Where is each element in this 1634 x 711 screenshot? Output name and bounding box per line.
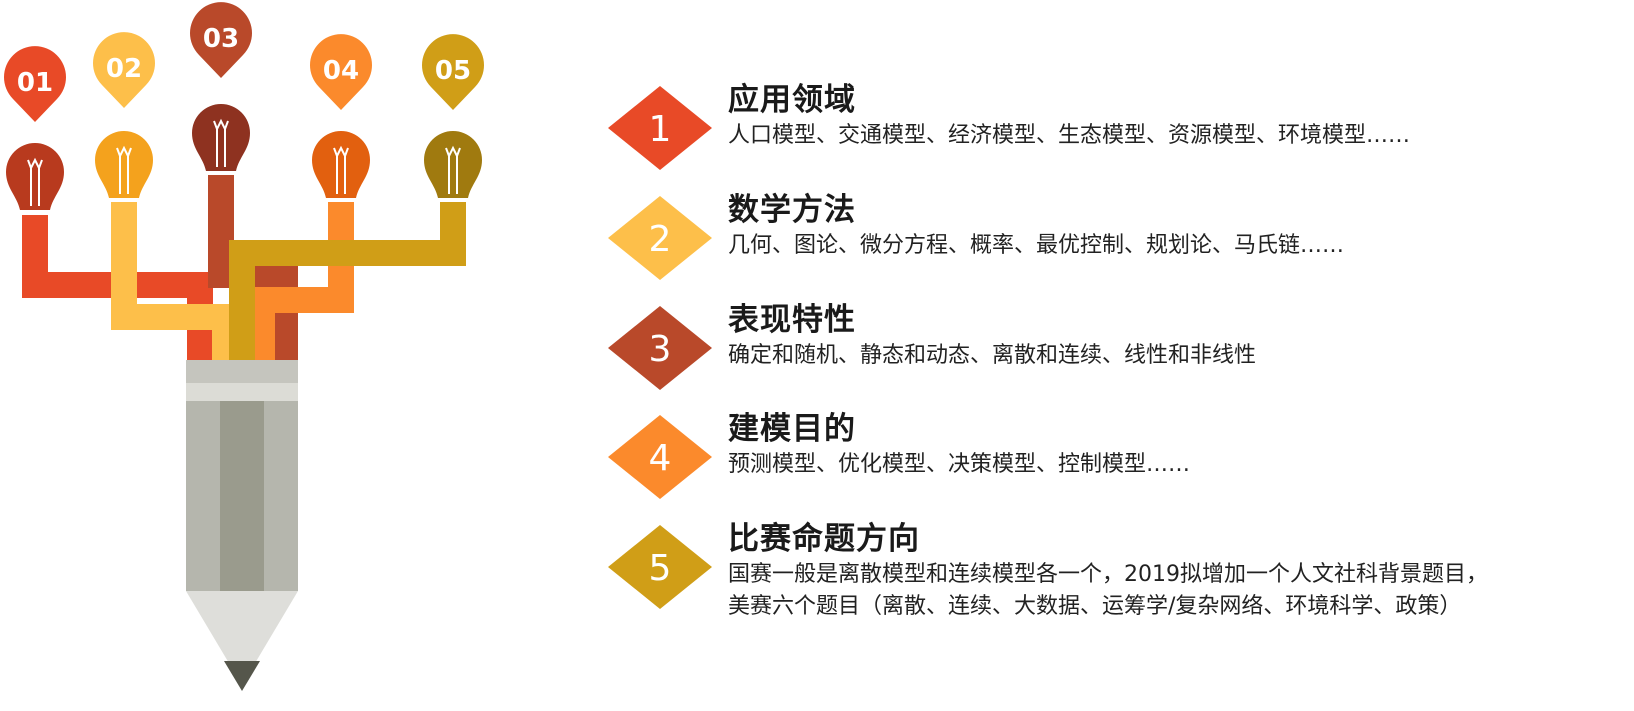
pin-02: 02 (93, 32, 155, 108)
description-line: 几何、图论、微分方程、概率、最优控制、规划论、马氏链…… (728, 233, 1345, 258)
bulb-01 (6, 143, 64, 214)
lightbulb-icon (6, 143, 64, 210)
pin-label: 05 (435, 56, 471, 86)
pin-label: 01 (17, 68, 53, 98)
item-number: 3 (648, 328, 672, 370)
description-line: 美赛六个题目（离散、连续、大数据、运筹学/复杂网络、环境科学、政策） (728, 594, 1462, 619)
item-description: 几何、图论、微分方程、概率、最优控制、规划论、马氏链…… (728, 230, 1344, 262)
lightbulb-icon (192, 104, 250, 171)
item-description: 国赛一般是离散模型和连续模型各一个，2019拟增加一个人文社科背景题目， 美赛六… (728, 559, 1488, 623)
pin-01: 01 (4, 46, 67, 122)
item-number: 4 (648, 437, 672, 479)
description-line: 国赛一般是离散模型和连续模型各一个，2019拟增加一个人文社科背景题目， (728, 562, 1488, 587)
category-item-1: 1 应用领域 人口模型、交通模型、经济模型、生态模型、资源模型、环境模型…… (608, 76, 1618, 186)
pencil-band-light (186, 383, 298, 401)
bulb-05 (424, 131, 482, 202)
map-pin-icon (4, 46, 67, 122)
item-title: 建模目的 (728, 411, 856, 447)
number-diamond: 1 (608, 86, 712, 170)
number-diamond: 3 (608, 306, 712, 390)
item-number: 5 (648, 547, 672, 589)
pencil-tip (186, 591, 298, 685)
description-line: 确定和随机、静态和动态、离散和连续、线性和非线性 (728, 343, 1257, 368)
bulb-03 (192, 104, 250, 175)
map-pin-icon (190, 2, 252, 78)
category-item-5: 5 比赛命题方向 国赛一般是离散模型和连续模型各一个，2019拟增加一个人文社科… (608, 515, 1618, 645)
item-number: 1 (648, 108, 672, 150)
lightbulb-icon (424, 131, 482, 198)
description-line: 预测模型、优化模型、决策模型、控制模型…… (728, 452, 1191, 477)
item-title: 表现特性 (728, 302, 856, 338)
bulb-02 (95, 131, 153, 202)
item-number: 2 (648, 218, 672, 260)
item-title: 比赛命题方向 (728, 521, 920, 557)
lightbulb-icon (312, 131, 370, 198)
pin-03: 03 (190, 2, 252, 78)
pencil (186, 360, 298, 691)
number-diamond: 5 (608, 525, 712, 609)
pin-05: 05 (422, 34, 484, 110)
bulb-04 (312, 131, 370, 202)
pencil-lead (224, 661, 260, 691)
category-item-4: 4 建模目的 预测模型、优化模型、决策模型、控制模型…… (608, 405, 1618, 515)
item-description: 确定和随机、静态和动态、离散和连续、线性和非线性 (728, 340, 1256, 372)
pin-label: 03 (203, 24, 239, 54)
pin-label: 04 (323, 56, 359, 86)
item-title: 应用领域 (728, 82, 856, 118)
number-diamond: 4 (608, 415, 712, 499)
pipe-05 (229, 200, 466, 360)
map-pin-icon (422, 34, 484, 110)
pipes (22, 175, 466, 360)
category-item-2: 2 数学方法 几何、图论、微分方程、概率、最优控制、规划论、马氏链…… (608, 186, 1618, 296)
item-description: 预测模型、优化模型、决策模型、控制模型…… (728, 449, 1190, 481)
pin-label: 02 (106, 54, 142, 84)
description-line: 人口模型、交通模型、经济模型、生态模型、资源模型、环境模型…… (728, 123, 1411, 148)
lightbulb-icon (95, 131, 153, 198)
pipe-02 (111, 200, 238, 360)
item-title: 数学方法 (728, 192, 856, 228)
pencil-lightbulb-illustration: 01 02 03 04 05 (4, 2, 484, 691)
category-item-3: 3 表现特性 确定和随机、静态和动态、离散和连续、线性和非线性 (608, 296, 1618, 406)
map-pin-icon (93, 32, 155, 108)
number-diamond: 2 (608, 196, 712, 280)
pencil-core (220, 401, 264, 591)
pin-04: 04 (310, 34, 372, 110)
item-description: 人口模型、交通模型、经济模型、生态模型、资源模型、环境模型…… (728, 120, 1410, 152)
map-pin-icon (310, 34, 372, 110)
